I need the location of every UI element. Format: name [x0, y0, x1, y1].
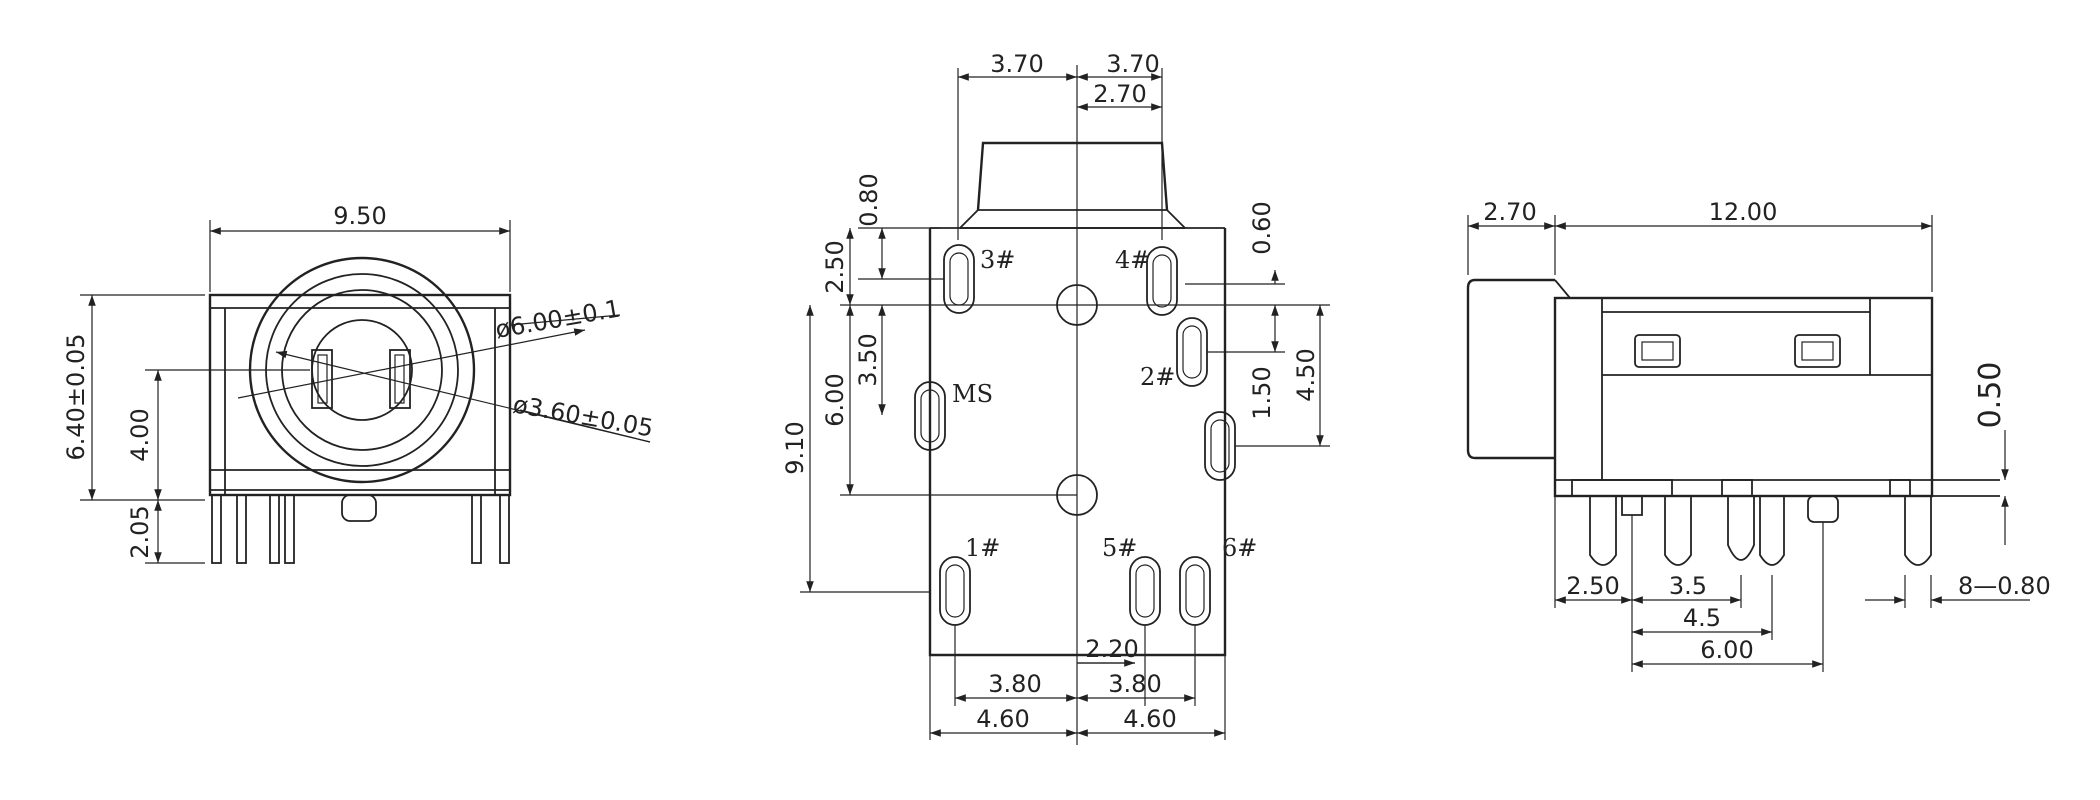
dim-1-50: 1.50 — [1248, 366, 1276, 419]
dim-3-80-left: 3.80 — [988, 670, 1041, 698]
bottom-view: 3# 4# 2# MS 1# 5# 6# 3.70 3.70 2.70 0.80… — [781, 50, 1330, 745]
side-view: 2.70 12.00 0.50 2.50 3.5 4.5 6.00 8—0.80 — [1466, 198, 2051, 672]
dim-3-80-right: 3.80 — [1108, 670, 1161, 698]
dim-top-left: 3.70 — [990, 50, 1043, 78]
side-nose — [1466, 278, 1555, 460]
dim-top-right: 3.70 — [1106, 50, 1159, 78]
dim-length: 12.00 — [1709, 198, 1778, 226]
pin-label-6: 6# — [1222, 534, 1257, 562]
dim-nose: 2.70 — [1483, 198, 1536, 226]
dim-4-50: 4.50 — [1292, 348, 1320, 401]
dim-2-50: 2.50 — [821, 240, 849, 293]
dim-pin-height: 2.05 — [126, 505, 154, 558]
dim-height: 6.40±0.05 — [62, 334, 90, 461]
dim-2-50-side: 2.50 — [1566, 572, 1619, 600]
dim-width: 9.50 — [333, 202, 386, 230]
bottom-knob — [976, 141, 1169, 211]
dim-4-60-right: 4.60 — [1123, 705, 1176, 733]
dim-9-10: 9.10 — [781, 421, 809, 474]
dim-4-60-left: 4.60 — [976, 705, 1029, 733]
dim-outer-diameter: ø6.00±0.1 — [493, 294, 622, 344]
side-body — [1553, 296, 1934, 498]
pin-label-1: 1# — [965, 534, 1000, 562]
dim-2-20: 2.20 — [1085, 635, 1138, 663]
dim-0-80: 0.80 — [855, 173, 883, 226]
dim-4-5: 4.5 — [1683, 604, 1721, 632]
dim-0-60: 0.60 — [1248, 201, 1276, 254]
pin-label-5: 5# — [1102, 534, 1137, 562]
dim-inner-diameter: ø3.60±0.05 — [511, 390, 655, 442]
pin-label-2: 2# — [1140, 363, 1175, 391]
pin-label-3: 3# — [980, 246, 1015, 274]
pin-label-ms: MS — [952, 380, 993, 408]
dim-top-offset: 2.70 — [1093, 80, 1146, 108]
dim-3-50: 3.50 — [854, 333, 882, 386]
dim-3-5: 3.5 — [1669, 572, 1707, 600]
pin-holes — [914, 244, 1236, 626]
dim-thickness: 0.50 — [1973, 362, 2008, 429]
dim-pin-width: 8—0.80 — [1958, 572, 2051, 600]
dim-6-00-side: 6.00 — [1700, 636, 1753, 664]
pin-label-4: 4# — [1115, 246, 1150, 274]
dim-center-height: 4.00 — [126, 408, 154, 461]
front-view: ø6.00±0.1 ø3.60±0.05 9.50 6.40±0.05 4.00… — [62, 202, 655, 564]
dim-6-00: 6.00 — [821, 373, 849, 426]
